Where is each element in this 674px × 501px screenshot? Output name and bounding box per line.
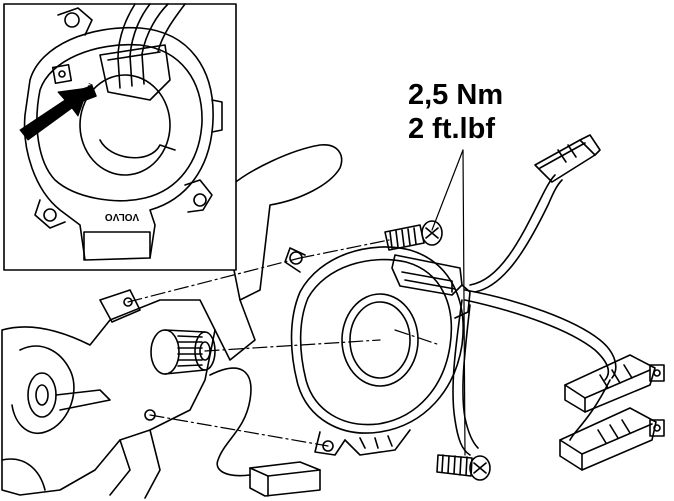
connector-right-upper [564,354,665,413]
torque-leader-line [431,149,466,456]
sensor-plug [209,367,321,497]
column-stalk [214,144,343,361]
connector-right-lower [559,407,665,471]
inset-arrow-label: TURN [83,83,94,101]
torque-imperial: 2 ft.lbf [408,113,495,145]
inset-clock-spring [23,3,223,261]
wiring-harness [452,174,617,456]
clock-spring-unit [284,246,471,456]
alignment-lines [127,239,441,447]
steering-column-housing [1,289,216,499]
inset-brand-text: VOLVO [105,211,139,222]
harness-connector-top [534,134,601,183]
torque-specification: 2,5 Nm 2 ft.lbf [408,78,503,146]
steering-shaft [144,329,216,421]
screw-upper [384,220,443,251]
screw-lower [436,454,491,481]
turn-direction-arrow-icon [19,85,97,141]
torque-metric: 2,5 Nm [408,79,504,111]
detail-inset-frame [3,3,237,271]
